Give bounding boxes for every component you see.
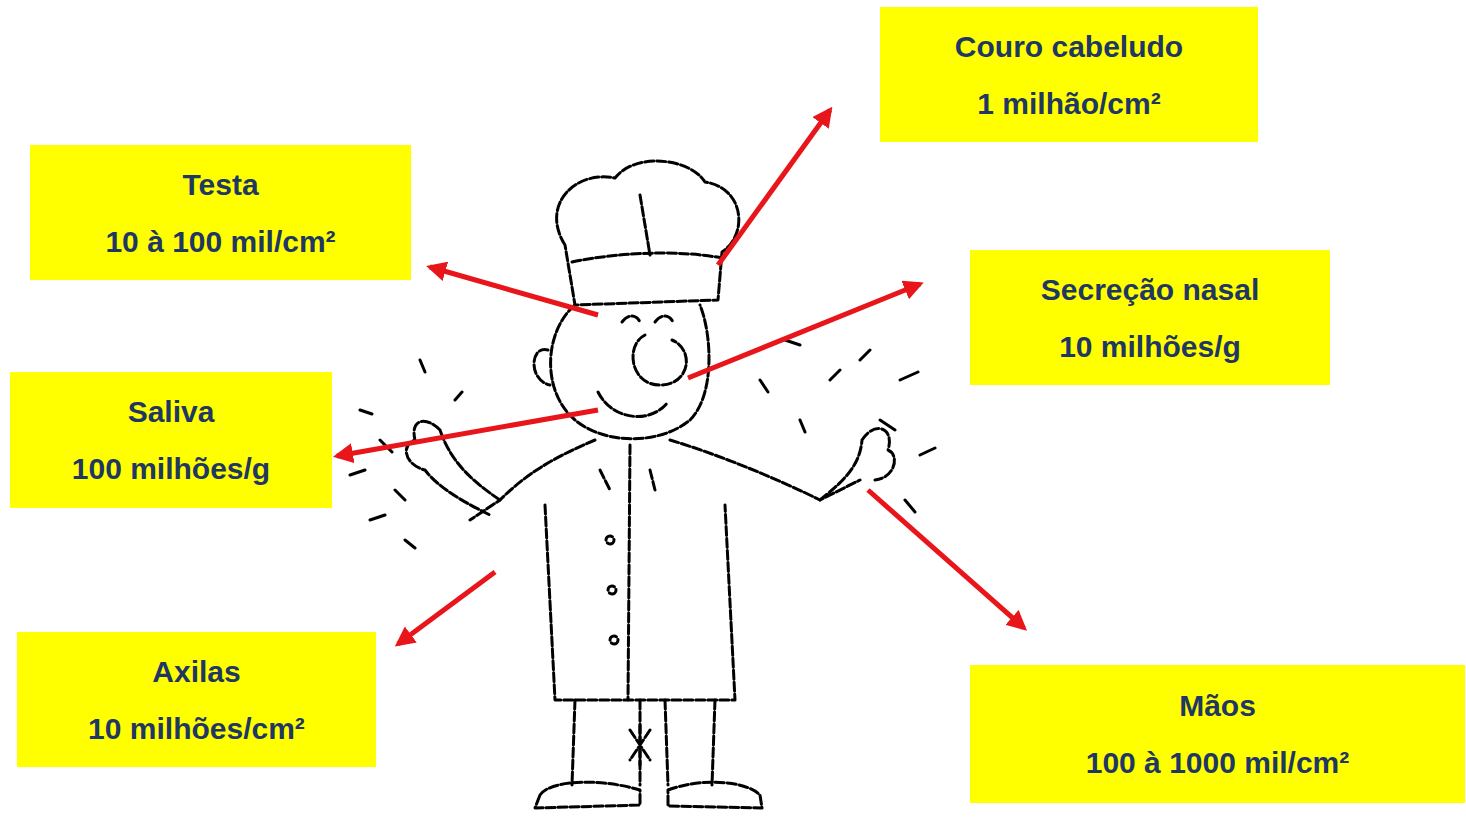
region-name: Testa [182,156,258,213]
region-name: Axilas [152,643,240,700]
region-name: Couro cabeludo [955,18,1183,75]
leader-arrow [868,490,1024,628]
bacteria-count: 10 milhões/cm² [88,700,305,757]
label-box: Testa10 à 100 mil/cm² [30,145,411,280]
bacteria-count: 100 à 1000 mil/cm² [1086,734,1350,791]
leader-arrow [430,267,598,315]
chef-figure [406,161,894,808]
bacteria-count: 1 milhão/cm² [977,75,1160,132]
leader-arrows [337,110,1024,644]
label-box: Saliva100 milhões/g [10,372,332,508]
label-box: Couro cabeludo1 milhão/cm² [880,7,1258,142]
bacteria-count: 100 milhões/g [72,440,270,497]
leader-arrow [718,110,830,265]
region-name: Mãos [1179,677,1256,734]
label-box: Axilas10 milhões/cm² [17,632,376,767]
region-name: Secreção nasal [1041,261,1259,318]
leader-arrow [688,284,920,378]
bacteria-count: 10 à 100 mil/cm² [105,213,335,270]
leader-arrow [337,410,598,456]
splatter-marks [350,340,935,548]
label-box: Mãos100 à 1000 mil/cm² [970,665,1465,803]
region-name: Saliva [128,383,215,440]
label-box: Secreção nasal10 milhões/g [970,250,1330,385]
leader-arrow [398,572,495,644]
bacteria-count: 10 milhões/g [1059,318,1241,375]
